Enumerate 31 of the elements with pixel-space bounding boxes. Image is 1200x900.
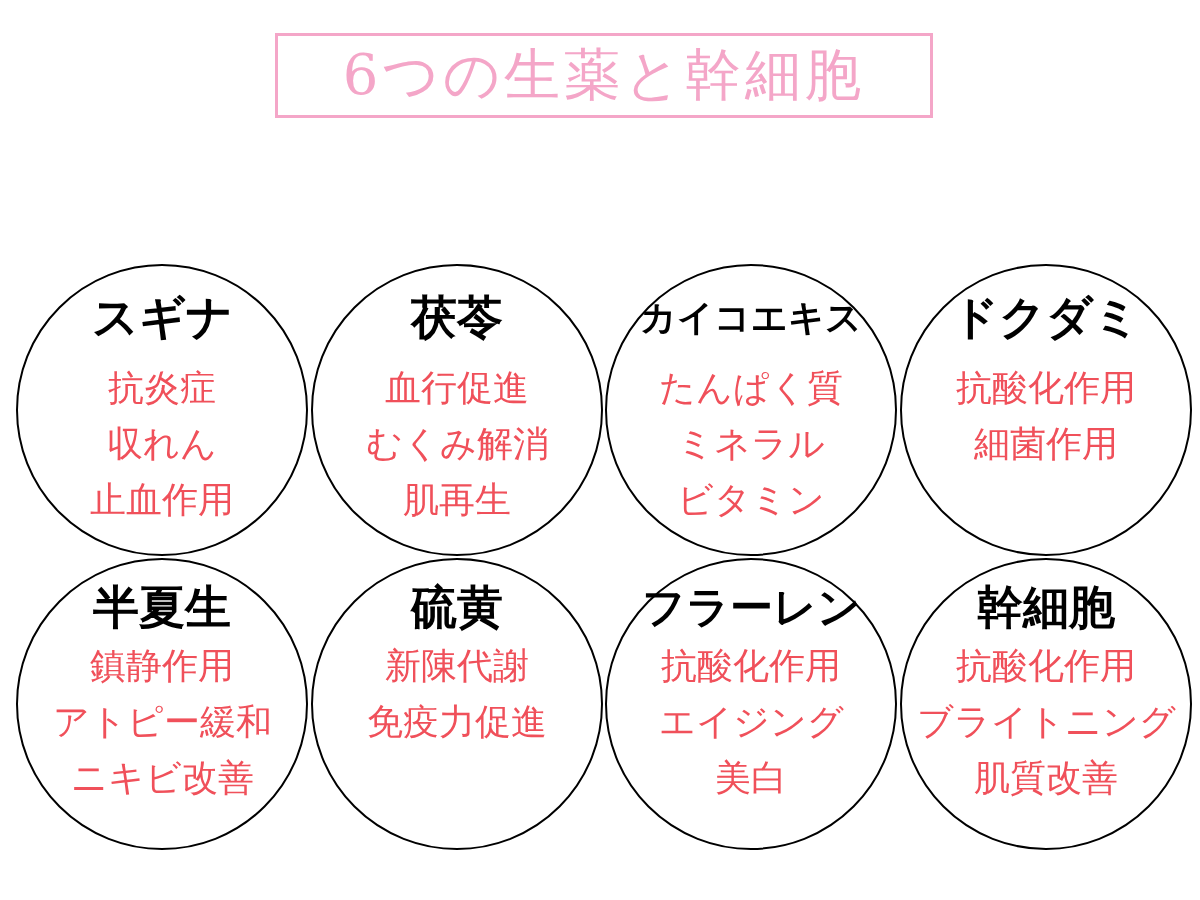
effect-text: アトピー緩和 <box>52 700 272 744</box>
effect-text: ニキビ改善 <box>70 756 254 800</box>
effect-text: 美白 <box>715 756 787 800</box>
effect-text: ブライトニング <box>916 700 1176 744</box>
effect-text: むくみ解消 <box>365 422 549 466</box>
node-heading: 幹細胞 <box>977 579 1115 636</box>
effect-text: たんぱく質 <box>659 366 843 410</box>
effect-text: 抗酸化作用 <box>956 644 1136 688</box>
effect-text: 肌質改善 <box>974 756 1118 800</box>
node-heading: 茯苓 <box>411 289 503 346</box>
effect-text: 鎮静作用 <box>90 644 234 688</box>
effect-text: ビタミン <box>677 478 825 522</box>
node-heading: カイコエキス <box>640 294 862 340</box>
title: 6つの生薬と幹細胞 <box>275 33 933 118</box>
effect-text: 血行促進 <box>385 366 529 410</box>
effect-text: 免疫力促進 <box>367 700 547 744</box>
node-heading: 半夏生 <box>93 579 231 636</box>
effect-text: エイジング <box>658 700 844 744</box>
node-heading: 硫黄 <box>411 579 503 636</box>
node-heading: フラーレン <box>641 581 861 634</box>
effect-text: ミネラル <box>677 422 825 466</box>
effect-text: 細菌作用 <box>974 422 1118 466</box>
node-heading: スギナ <box>91 289 233 346</box>
effect-text: 抗炎症 <box>108 366 216 410</box>
effect-text: 止血作用 <box>90 478 234 522</box>
effect-text: 新陳代謝 <box>385 644 529 688</box>
node-heading: ドクダミ <box>952 289 1140 346</box>
effect-text: 収れん <box>107 422 217 466</box>
effect-text: 肌再生 <box>403 478 511 522</box>
effect-text: 抗酸化作用 <box>956 366 1136 410</box>
effect-text: 抗酸化作用 <box>661 644 841 688</box>
